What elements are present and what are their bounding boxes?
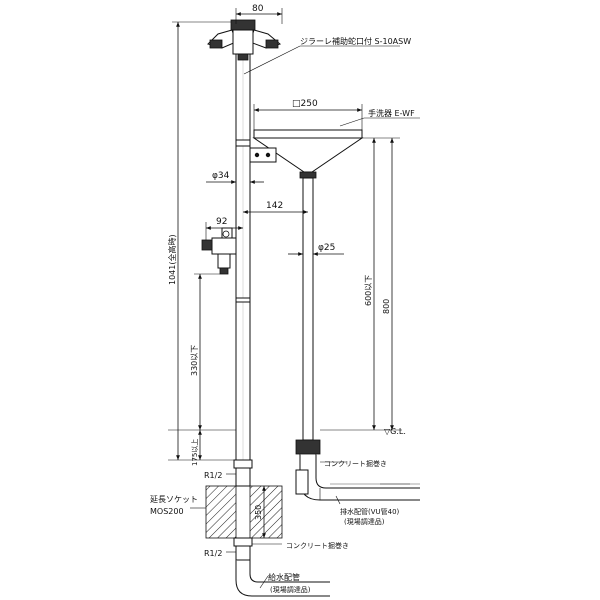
label-r12-bottom: R1/2 [204,549,222,558]
label-supply-line1: 給水配管 [268,572,300,582]
lower-fittings [233,459,330,597]
faucet-head [207,19,282,61]
label-drain-line1: 排水配管(VU管40) [340,507,400,516]
label-socket-line2: MOS200 [150,507,184,516]
label-dim-175: 175以上 [190,439,199,466]
label-drain-line2: (現場調達品) [344,517,385,526]
label-concrete-top: コンクリート掘巻き [324,459,387,468]
dimension-lines [168,8,420,589]
label-dim-1041: 1041(全高時) [167,234,177,285]
label-dim-800: 800 [382,299,391,314]
label-faucet: ジラーレ補助蛇口付 S-10ASW [300,36,411,46]
label-dim-350: 350 [254,505,263,520]
label-dim-80: 80 [252,4,264,14]
drawing-labels: 80 ジラーレ補助蛇口付 S-10ASW □250 手洗器 E-WF φ34 1… [150,4,415,594]
label-concrete-bottom: コンクリート掘巻き [286,541,349,550]
label-dim-330: 330以下 [190,345,199,376]
label-dim-34: φ34 [212,171,230,181]
label-dim-25: φ25 [318,243,335,253]
label-dim-600: 600以下 [364,275,373,306]
label-gl: ▽G.L. [384,427,406,436]
label-supply-line2: (現場調達品) [270,585,311,594]
basin-bowl [249,129,364,179]
basin-drain-pipe [295,177,420,501]
auxiliary-faucet [201,227,237,275]
label-dim-250: □250 [292,99,318,109]
label-r12-top: R1/2 [204,471,222,480]
label-socket-line1: 延長ソケット [150,494,198,504]
label-dim-142: 142 [266,201,283,211]
label-dim-92: 92 [216,217,227,227]
faucet-post [235,51,251,461]
label-basin: 手洗器 E-WF [368,108,415,118]
